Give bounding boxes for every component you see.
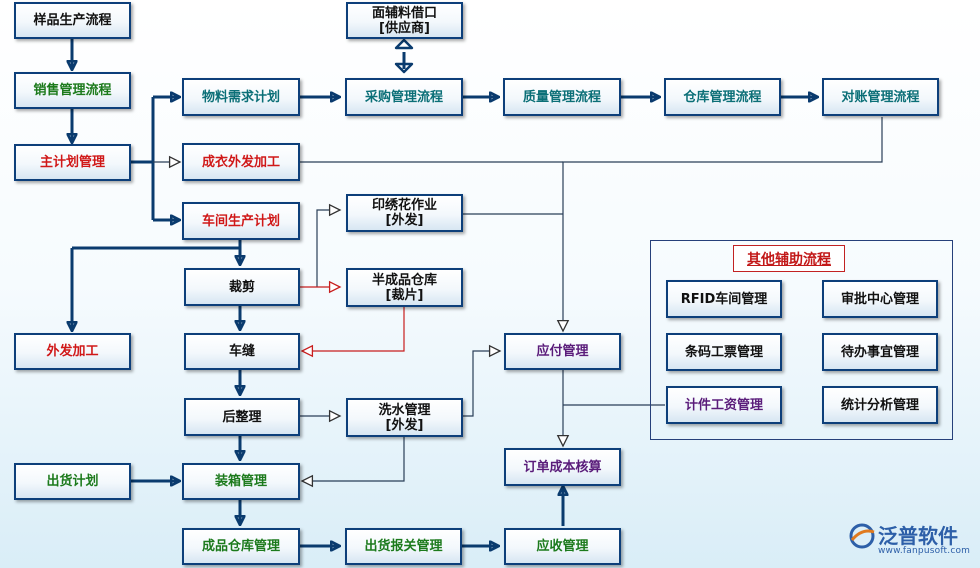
node-label: 出货计划 [46, 474, 99, 489]
node-semi-warehouse[interactable]: 半成品仓库[裁片] [346, 268, 463, 307]
node-label: 待办事宜管理 [840, 344, 919, 360]
node-label: 质量管理流程 [522, 89, 601, 105]
node-label: 后整理 [222, 409, 262, 425]
node-cutting[interactable]: 裁剪 [184, 268, 300, 306]
node-label: 应付管理 [536, 344, 589, 359]
node-label: 订单成本核算 [523, 459, 602, 475]
node-label: 统计分析管理 [840, 397, 919, 413]
node-label: 计件工资管理 [684, 397, 763, 413]
node-label: 销售管理流程 [33, 83, 112, 98]
node-finished-warehouse[interactable]: 成品仓库管理 [182, 528, 300, 565]
node-label-line2: [裁片] [385, 287, 424, 303]
logo-name: 泛普软件 [878, 524, 958, 548]
node-label: 车间生产计划 [201, 213, 280, 229]
node-label-line1: 印绣花作业 [371, 198, 437, 213]
node-print-embroidery[interactable]: 印绣花作业[外发] [346, 194, 463, 232]
edge-workshop-split [72, 240, 242, 250]
node-label: 审批中心管理 [840, 291, 919, 307]
node-label: 主计划管理 [39, 155, 105, 170]
aux-flow-panel [650, 240, 953, 440]
node-master-plan[interactable]: 主计划管理 [14, 144, 131, 181]
node-label: 样品生产流程 [33, 13, 112, 28]
node-packing[interactable]: 装箱管理 [182, 463, 300, 500]
node-label: 应收管理 [536, 539, 589, 554]
node-order-cost[interactable]: 订单成本核算 [504, 448, 621, 486]
node-payable[interactable]: 应付管理 [504, 333, 621, 370]
node-label-line2: [外发] [385, 417, 424, 433]
node-garment-outsource[interactable]: 成衣外发加工 [182, 143, 300, 181]
node-purchase[interactable]: 采购管理流程 [345, 78, 463, 116]
node-label: 裁剪 [228, 279, 255, 295]
node-customs[interactable]: 出货报关管理 [345, 528, 462, 565]
node-workshop-plan[interactable]: 车间生产计划 [182, 202, 300, 240]
node-label-line2: [供应商] [379, 20, 430, 36]
node-sewing[interactable]: 车缝 [184, 333, 300, 370]
node-label-line1: 洗水管理 [378, 402, 431, 418]
node-accessory-borrow[interactable]: 面辅料借口[供应商] [346, 2, 463, 39]
node-sample-production[interactable]: 样品生产流程 [14, 2, 131, 39]
node-label: 外发加工 [46, 344, 99, 359]
node-label: 出货报关管理 [364, 539, 443, 554]
node-reconcile[interactable]: 对账管理流程 [822, 78, 939, 116]
aux-barcode[interactable]: 条码工票管理 [666, 333, 782, 371]
node-label: 成品仓库管理 [201, 539, 280, 554]
node-label: 对账管理流程 [841, 89, 920, 105]
node-label-line2: [外发] [385, 213, 424, 228]
aux-rfid[interactable]: RFID车间管理 [666, 280, 782, 318]
edge-washing-payable [462, 351, 500, 417]
node-label: RFID车间管理 [680, 291, 768, 307]
node-washing[interactable]: 洗水管理[外发] [346, 398, 463, 437]
node-label-line1: 半成品仓库 [371, 272, 437, 288]
brand-logo: 泛普软件 www.fanpusoft.com [848, 520, 973, 564]
aux-stats[interactable]: 统计分析管理 [822, 386, 938, 424]
node-label: 车缝 [228, 344, 255, 359]
aux-todo[interactable]: 待办事宜管理 [822, 333, 938, 371]
edge-semi-sewing [302, 307, 405, 351]
edge-cutting-print [316, 210, 340, 287]
node-sales-management[interactable]: 销售管理流程 [14, 72, 131, 109]
node-finishing[interactable]: 后整理 [184, 398, 300, 436]
aux-flow-title: 其他辅助流程 [733, 245, 845, 272]
node-label-line1: 面辅料借口 [371, 5, 437, 21]
node-label: 装箱管理 [214, 474, 267, 489]
node-label: 仓库管理流程 [683, 89, 762, 105]
node-shipping-plan[interactable]: 出货计划 [14, 463, 131, 500]
logo-url: www.fanpusoft.com [878, 546, 971, 556]
node-label: 采购管理流程 [364, 89, 443, 105]
node-receivable[interactable]: 应收管理 [504, 528, 621, 565]
node-label: 成衣外发加工 [201, 154, 280, 170]
node-label: 条码工票管理 [684, 344, 763, 360]
node-warehouse[interactable]: 仓库管理流程 [664, 78, 781, 116]
node-outsource[interactable]: 外发加工 [14, 333, 131, 370]
edge-reconcile-to-payable [563, 117, 883, 331]
node-quality[interactable]: 质量管理流程 [503, 78, 621, 116]
aux-audit[interactable]: 审批中心管理 [822, 280, 938, 318]
node-label: 物料需求计划 [201, 89, 280, 105]
logo-mark-icon [849, 523, 875, 549]
node-material-plan[interactable]: 物料需求计划 [182, 78, 300, 116]
aux-piece-wage[interactable]: 计件工资管理 [666, 386, 782, 424]
edge-washing-packing [302, 437, 405, 481]
